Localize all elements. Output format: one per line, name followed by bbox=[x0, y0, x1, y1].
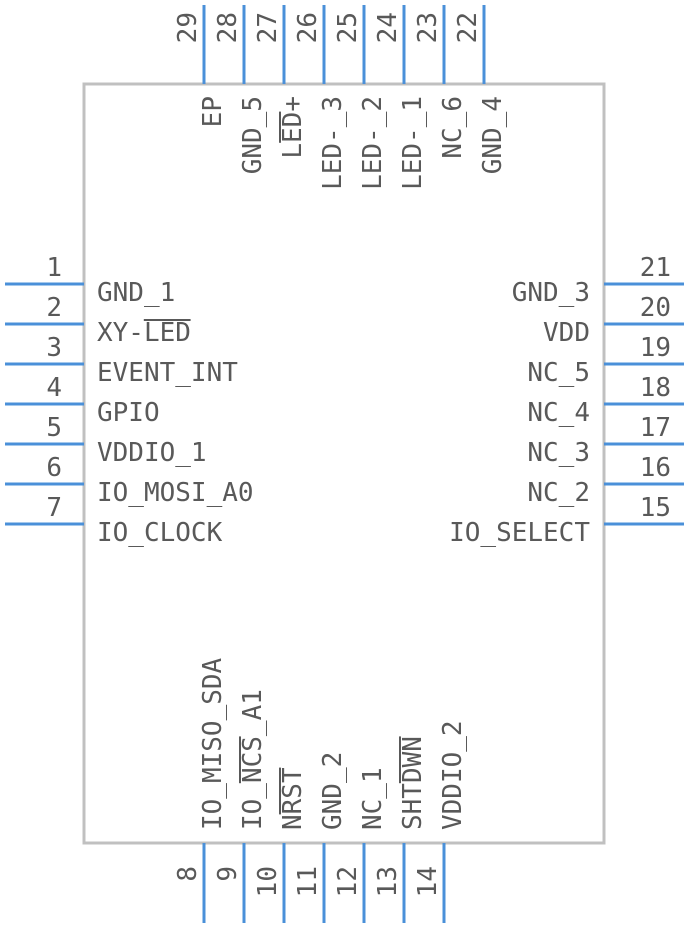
pin-label: NC_2 bbox=[527, 478, 590, 508]
pin-number: 22 bbox=[453, 12, 483, 43]
pin-label: GND_5 bbox=[238, 96, 268, 174]
pin-label: GND_1 bbox=[97, 278, 175, 308]
pin-label: GPIO bbox=[97, 398, 160, 428]
pin-label: EP bbox=[198, 96, 228, 127]
pin-number: 1 bbox=[46, 253, 62, 283]
pin-label: SHTDWN bbox=[398, 736, 428, 830]
pin-number: 28 bbox=[213, 12, 243, 43]
pin-label: VDDIO_2 bbox=[438, 720, 468, 830]
pin-label: LED-_3 bbox=[318, 96, 348, 190]
pin-label: VDDIO_1 bbox=[97, 438, 207, 468]
pin-label: LED-_1 bbox=[398, 96, 428, 190]
pin-number: 24 bbox=[373, 12, 403, 43]
pin-number: 10 bbox=[253, 866, 283, 897]
pin-label: LED-_2 bbox=[358, 96, 388, 190]
pin-label: IO_CLOCK bbox=[97, 518, 223, 548]
pin-number: 29 bbox=[173, 12, 203, 43]
pin-label: IO_SELECT bbox=[449, 518, 590, 548]
pin-label: GND_2 bbox=[318, 752, 348, 830]
pin-number: 3 bbox=[46, 333, 62, 363]
pin-number: 14 bbox=[413, 866, 443, 897]
pin-label: NC_1 bbox=[358, 767, 388, 830]
pin-number: 16 bbox=[640, 453, 671, 483]
pin-label: NRST bbox=[278, 767, 308, 830]
pin-label: NC_6 bbox=[438, 96, 468, 159]
pin-number: 6 bbox=[46, 453, 62, 483]
pin-label: GND_3 bbox=[512, 278, 590, 308]
pin-number: 27 bbox=[253, 12, 283, 43]
pin-label: IO_NCS_A1 bbox=[238, 689, 268, 830]
pin-label: IO_MISO_SDA bbox=[198, 657, 228, 830]
pin-label: NC_3 bbox=[527, 438, 590, 468]
pin-label: IO_MOSI_A0 bbox=[97, 478, 254, 508]
pin-number: 26 bbox=[293, 12, 323, 43]
pin-label: NC_4 bbox=[527, 398, 590, 428]
pin-label: GND_4 bbox=[478, 96, 508, 174]
pin-number: 12 bbox=[333, 866, 363, 897]
pin-number: 9 bbox=[213, 866, 243, 882]
pin-label: XY-LED bbox=[97, 318, 191, 348]
pin-number: 23 bbox=[413, 12, 443, 43]
pin-number: 15 bbox=[640, 493, 671, 523]
pin-number: 13 bbox=[373, 866, 403, 897]
pin-label: LED+ bbox=[278, 96, 308, 159]
pin-number: 18 bbox=[640, 373, 671, 403]
pin-number: 20 bbox=[640, 293, 671, 323]
pin-number: 7 bbox=[46, 493, 62, 523]
pin-number: 25 bbox=[333, 12, 363, 43]
pin-label: EVENT_INT bbox=[97, 358, 238, 388]
pin-number: 5 bbox=[46, 413, 62, 443]
pin-number: 19 bbox=[640, 333, 671, 363]
pin-number: 8 bbox=[173, 866, 203, 882]
pin-number: 2 bbox=[46, 293, 62, 323]
pin-label: NC_5 bbox=[527, 358, 590, 388]
ic-body bbox=[82, 82, 606, 845]
pin-number: 4 bbox=[46, 373, 62, 403]
pin-number: 21 bbox=[640, 253, 671, 283]
pin-label: VDD bbox=[543, 318, 590, 348]
pin-number: 17 bbox=[640, 413, 671, 443]
bottom-pins-group: 8 IO_MISO_SDA 9 IO_NCS_A1 10 NRST 11 GND_2 12 NC_… bbox=[173, 657, 468, 923]
pin-number: 11 bbox=[293, 866, 323, 897]
